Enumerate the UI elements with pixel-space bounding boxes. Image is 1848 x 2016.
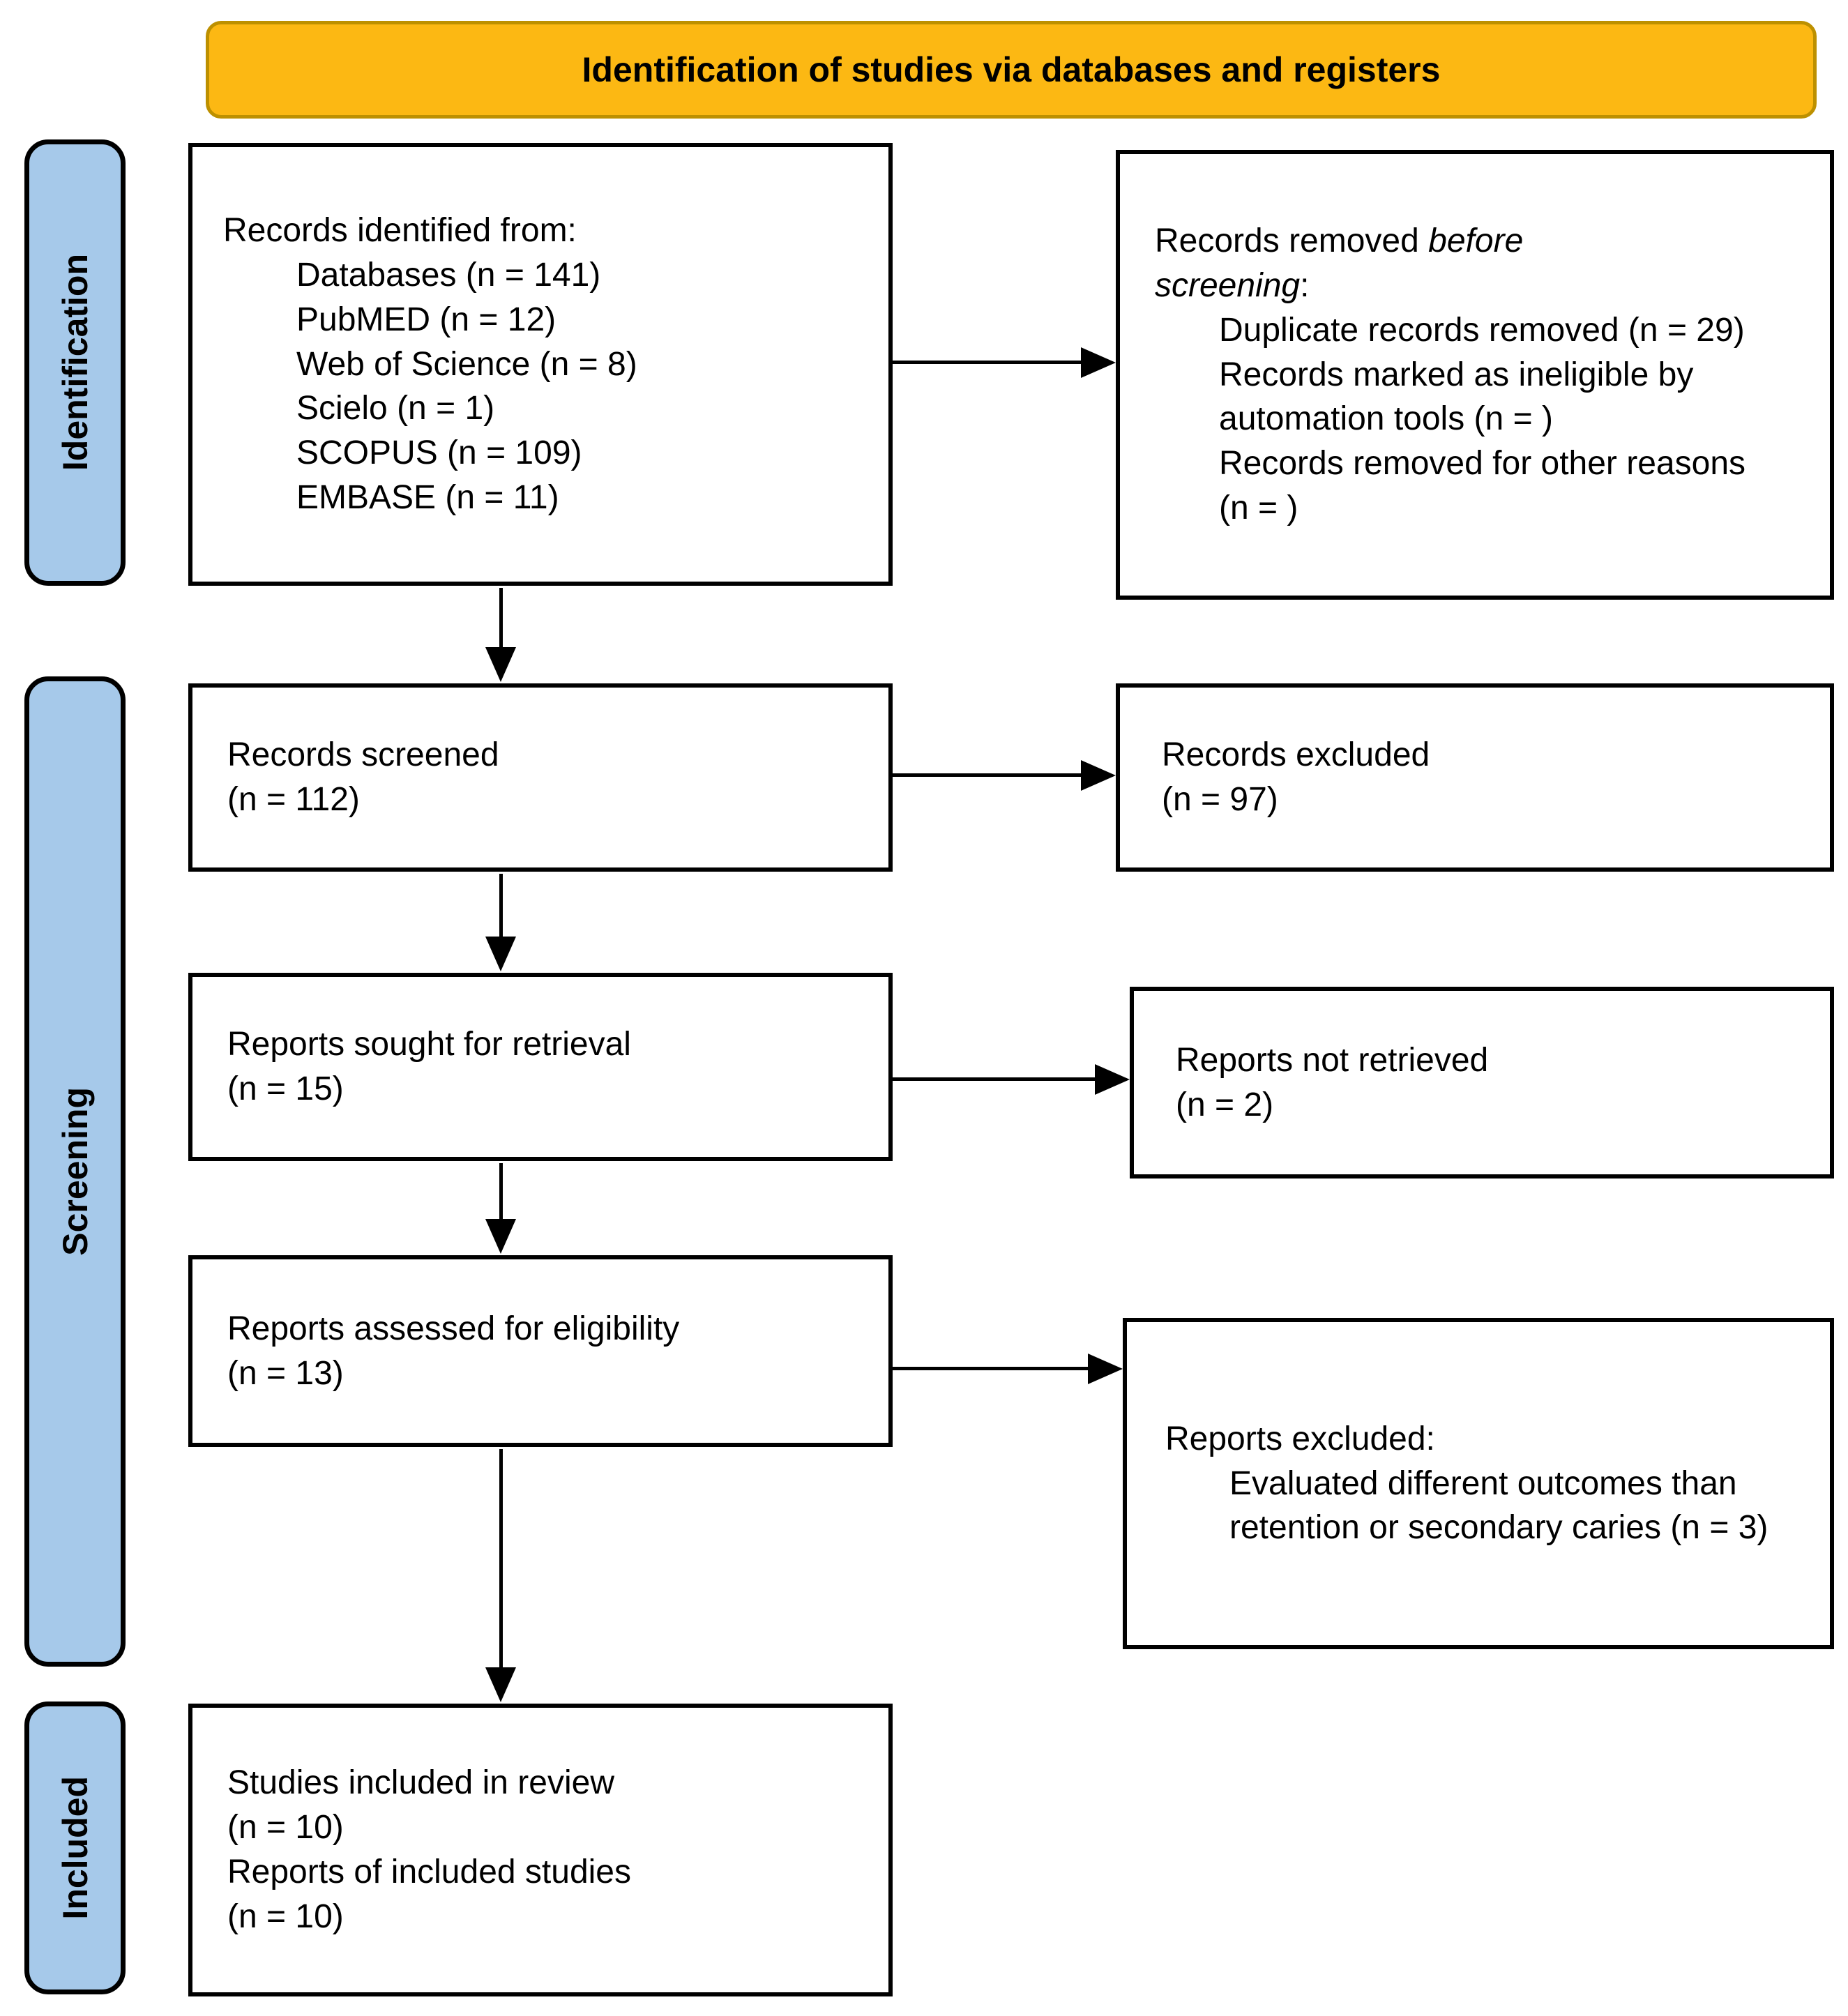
box-line: (n = 2) (1176, 1086, 1274, 1123)
box-line: Records screened (227, 736, 499, 774)
flow-box-reports-sought: Reports sought for retrieval (n = 15) (188, 973, 893, 1161)
list-item: PubMED (n = 12) (296, 301, 556, 338)
list-item: Duplicate records removed (n = 29) (1219, 311, 1745, 349)
arrow-right-icon (1081, 760, 1116, 791)
arrow-down-icon (485, 937, 516, 971)
box-line: (n = 10) (227, 1809, 344, 1847)
title-banner: Identification of studies via databases … (206, 21, 1817, 119)
flow-box-records-screened: Records screened (n = 112) (188, 683, 893, 872)
arrow-screened-to-excluded (893, 773, 1084, 777)
list-item: SCOPUS (n = 109) (296, 434, 582, 472)
box-line: (n = 15) (227, 1070, 344, 1107)
arrow-down-icon (485, 647, 516, 682)
stage-label-screening: Screening (55, 1087, 95, 1256)
stage-ribbon-included: Included (24, 1702, 126, 1994)
flow-box-reports-not-retrieved: Reports not retrieved (n = 2) (1130, 987, 1834, 1178)
heading-text: : (1300, 266, 1310, 304)
flow-box-reports-assessed: Reports assessed for eligibility (n = 13… (188, 1255, 893, 1447)
arrow-identified-to-screened (499, 588, 503, 651)
arrow-right-icon (1088, 1354, 1123, 1384)
list-item: Scielo (n = 1) (296, 390, 495, 427)
arrow-identified-to-removed (893, 361, 1084, 364)
box-line: (n = 10) (227, 1897, 344, 1935)
arrow-right-icon (1081, 347, 1116, 378)
flow-box-studies-included: Studies included in review (n = 10) Repo… (188, 1704, 893, 1996)
heading-text: Records removed (1155, 222, 1429, 260)
list-item: Web of Science (n = 8) (296, 345, 637, 383)
arrow-sought-to-not-retrieved (893, 1077, 1098, 1081)
stage-label-included: Included (55, 1776, 95, 1920)
list-item: Evaluated different outcomes than retent… (1229, 1464, 1769, 1547)
arrow-right-icon (1095, 1064, 1130, 1095)
arrow-assessed-to-included (499, 1449, 503, 1671)
stage-ribbon-screening: Screening (24, 676, 126, 1667)
list-item: Records marked as ineligible by automati… (1219, 356, 1694, 438)
list-item: Records removed for other reasons (n = ) (1219, 445, 1746, 527)
flow-box-reports-excluded: Reports excluded: Evaluated different ou… (1123, 1318, 1834, 1649)
box-line: (n = 97) (1162, 781, 1278, 818)
flow-box-records-identified: Records identified from: Databases (n = … (188, 143, 893, 586)
arrow-assessed-to-reports-excluded (893, 1367, 1091, 1370)
flow-box-records-excluded: Records excluded (n = 97) (1116, 683, 1834, 872)
arrow-down-icon (485, 1219, 516, 1254)
box-line: Records excluded (1162, 736, 1430, 774)
list-item: EMBASE (n = 11) (296, 479, 559, 517)
stage-label-identification: Identification (55, 254, 95, 471)
heading-italic-text: before screening (1155, 222, 1524, 304)
list-item: Databases (n = 141) (296, 256, 601, 294)
box-line: Studies included in review (227, 1764, 614, 1802)
box-heading: Records identified from: (223, 212, 577, 250)
diagram-title: Identification of studies via databases … (582, 50, 1441, 89)
flow-box-records-removed: Records removed before screening: Duplic… (1116, 150, 1834, 600)
box-line: (n = 112) (227, 781, 360, 818)
box-heading: Reports excluded: (1165, 1420, 1435, 1457)
arrow-sought-to-assessed (499, 1163, 503, 1222)
arrow-down-icon (485, 1667, 516, 1702)
box-heading: Records removed before screening: (1155, 219, 1657, 308)
arrow-screened-to-sought (499, 874, 503, 940)
stage-ribbon-identification: Identification (24, 139, 126, 586)
box-line: Reports not retrieved (1176, 1041, 1489, 1079)
box-line: Reports sought for retrieval (227, 1026, 631, 1063)
box-line: Reports of included studies (227, 1854, 631, 1890)
box-line: (n = 13) (227, 1354, 344, 1392)
box-line: Reports assessed for eligibility (227, 1310, 680, 1347)
